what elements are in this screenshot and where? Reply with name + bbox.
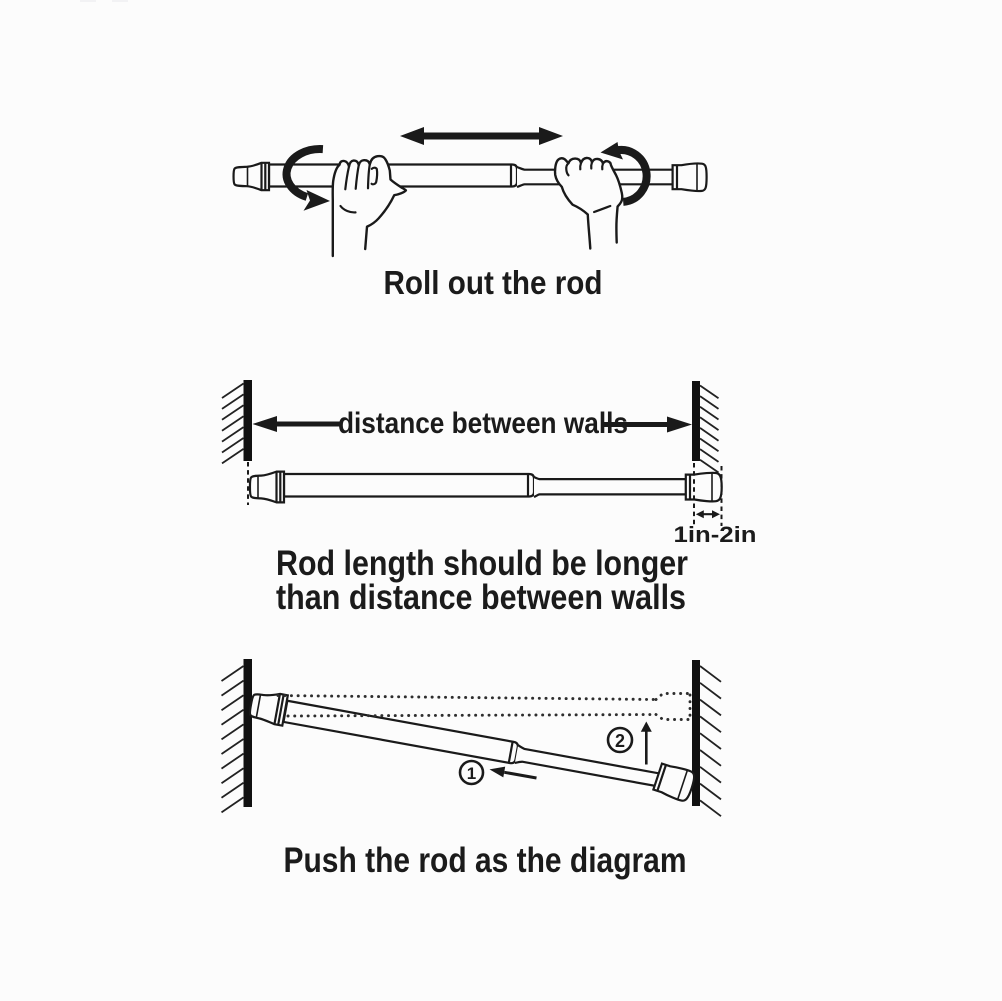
svg-text:Push the rod as the diagram: Push the rod as the diagram	[284, 841, 687, 880]
svg-text:Roll out the rod: Roll out the rod	[384, 264, 603, 301]
svg-text:1in-2in: 1in-2in	[674, 522, 757, 547]
svg-text:distance between walls: distance between walls	[338, 407, 628, 440]
svg-text:1: 1	[467, 764, 476, 783]
svg-text:2: 2	[615, 731, 625, 751]
svg-text:Rod length should be longer: Rod length should be longer	[276, 543, 688, 583]
svg-text:than distance between walls: than distance between walls	[276, 577, 686, 617]
